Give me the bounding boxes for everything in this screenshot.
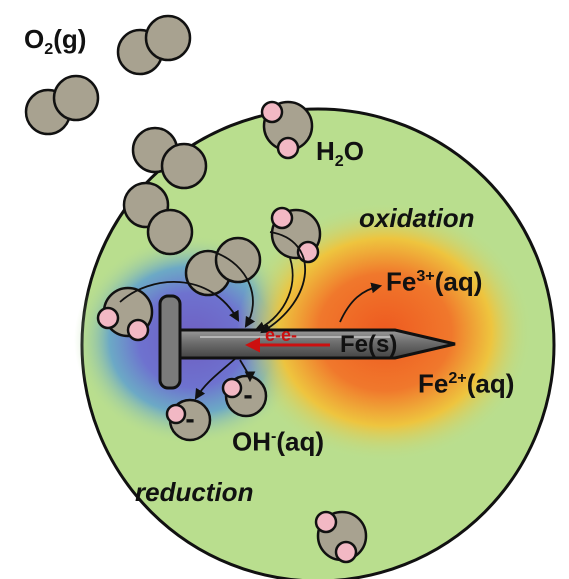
hydroxide-charge: - <box>185 403 194 434</box>
h2o-molecule <box>96 286 154 342</box>
water-label: H2O <box>316 136 364 171</box>
hydroxide-charge: - <box>243 379 252 410</box>
iron-solid-label: Fe(s) <box>340 331 398 358</box>
iron-iii-ion-label: Fe3+(aq) <box>386 266 483 297</box>
h2o-molecule <box>260 100 314 160</box>
electron-label: e-e- <box>265 325 298 345</box>
o2-molecule <box>122 181 194 256</box>
o2-molecule <box>184 236 262 297</box>
h2o-molecule <box>314 510 368 564</box>
reduction-label: reduction <box>135 477 254 507</box>
hydroxide-ion <box>165 398 212 442</box>
o2-molecule <box>131 126 208 190</box>
hydroxide-ion <box>221 374 268 418</box>
oxidation-label: oxidation <box>359 203 475 233</box>
iron-ii-ion-label: Fe2+(aq) <box>418 368 515 399</box>
h2o-molecule <box>270 206 322 264</box>
hydroxide-label: OH-(aq) <box>232 426 325 457</box>
o2-molecule <box>24 74 100 136</box>
o2-molecule <box>116 14 192 76</box>
reaction-arrows <box>119 231 383 400</box>
o2-gas-label: O2(g) <box>24 24 87 59</box>
